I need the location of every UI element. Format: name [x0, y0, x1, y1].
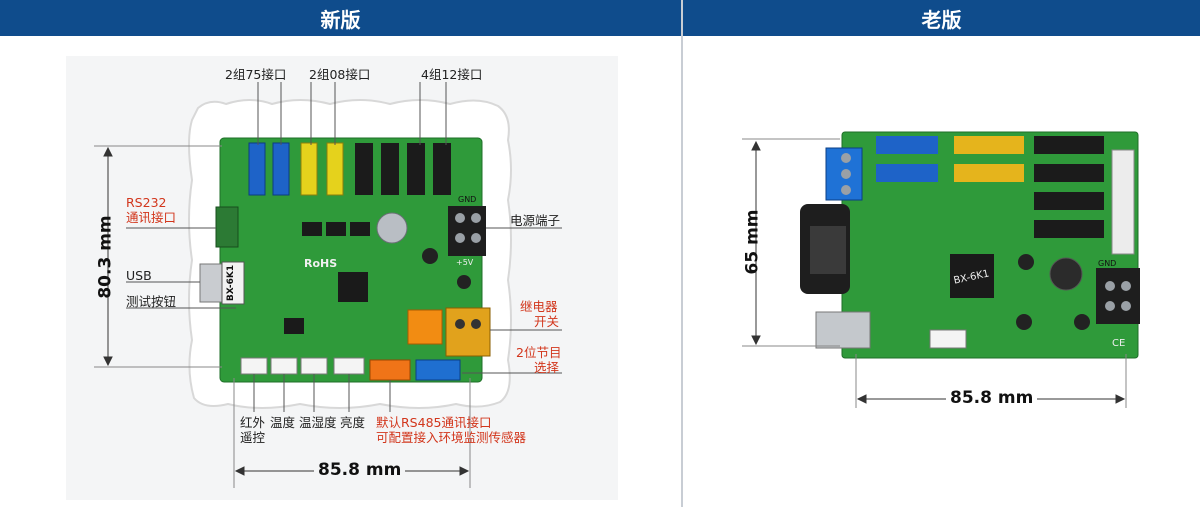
usb-port [199, 263, 223, 303]
power-terminal [448, 206, 486, 256]
label-hub12: 4组12接口 [421, 67, 483, 82]
label-usb: USB [126, 268, 152, 283]
ir-connector [240, 357, 268, 375]
coin-battery [376, 212, 408, 244]
hub75-connectors [248, 142, 290, 196]
relay-terminal [445, 307, 491, 357]
label-temp-humidity: 温湿度 [299, 415, 337, 430]
label-rs485-line1: 默认RS485通讯接口 [376, 415, 492, 430]
column-divider [681, 0, 683, 507]
old-pcb-board [841, 131, 1139, 359]
label-program-select-line2: 选择 [534, 360, 560, 375]
old-yellow-header-1 [954, 136, 1024, 154]
new-board-height: 80.3 mm [95, 215, 116, 299]
plus5v-silk: +5V [456, 258, 474, 267]
label-rs485-line2: 可配置接入环境监测传感器 [376, 430, 527, 445]
old-blue-terminal [825, 147, 863, 201]
old-side-connectors [1111, 149, 1135, 255]
capacitor-1 [422, 248, 438, 264]
old-dim-lines [742, 138, 1127, 408]
old-db9-port [800, 204, 850, 294]
model-sticker-text: BX-6K1 [226, 265, 236, 301]
new-board-illustration: BX-6K1 RoHS GND +5V [94, 82, 562, 488]
chip-2 [326, 222, 346, 236]
old-mcu-chip [950, 254, 994, 298]
label-rs232-line1: RS232 [126, 195, 167, 210]
program-select-terminal [415, 359, 461, 381]
chip-3 [350, 222, 370, 236]
hub12-connectors [355, 143, 451, 195]
label-ir-line2: 遥控 [240, 430, 266, 445]
label-temperature: 温度 [270, 415, 296, 430]
temp-connector [270, 357, 298, 375]
rs485-terminal [369, 359, 411, 381]
old-usb-port [815, 311, 871, 349]
label-hub08: 2组08接口 [309, 67, 371, 82]
old-yellow-header-2 [954, 164, 1024, 182]
capacitor-2 [457, 275, 471, 289]
rs232-terminal [215, 206, 239, 248]
old-blue-header-1 [876, 136, 938, 154]
brightness-connector [333, 357, 365, 375]
label-brightness: 亮度 [340, 415, 366, 430]
old-version-header: 老版 [683, 0, 1200, 36]
label-relay-line1: 继电器 [520, 299, 558, 314]
old-version-title: 老版 [921, 7, 962, 32]
chip-1 [302, 222, 322, 236]
label-test-button: 测试按钮 [126, 294, 177, 309]
label-program-select-line1: 2位节目 [516, 345, 562, 360]
chip-4 [284, 318, 304, 334]
old-blue-header-2 [876, 164, 938, 182]
old-model-silk: BX-6K1 [953, 268, 991, 286]
model-sticker [221, 261, 245, 305]
old-ce-silk: CE [1112, 338, 1125, 349]
label-hub75: 2组75接口 [225, 67, 287, 82]
relay [407, 309, 443, 345]
old-power-terminal [1096, 268, 1140, 324]
old-board-height: 65 mm [742, 209, 763, 275]
label-relay-line2: 开关 [534, 314, 560, 329]
temp-humidity-connector [300, 357, 328, 375]
new-version-title: 新版 [320, 7, 361, 32]
main-mcu-chip [338, 272, 368, 302]
label-rs232-line2: 通讯接口 [126, 210, 177, 225]
old-board-width: 85.8 mm [946, 388, 1038, 408]
old-battery [1049, 257, 1083, 291]
label-ir-line1: 红外 [240, 415, 266, 430]
rohs-silk: RoHS [304, 257, 337, 270]
old-gnd-silk: GND [1098, 259, 1116, 268]
hub08-connectors [300, 142, 344, 196]
new-board-width: 85.8 mm [314, 460, 406, 480]
new-version-header: 新版 [0, 0, 681, 36]
gnd-silk: GND [458, 195, 476, 204]
label-power-terminal: 电源端子 [510, 213, 561, 228]
leader-lines [126, 82, 562, 412]
